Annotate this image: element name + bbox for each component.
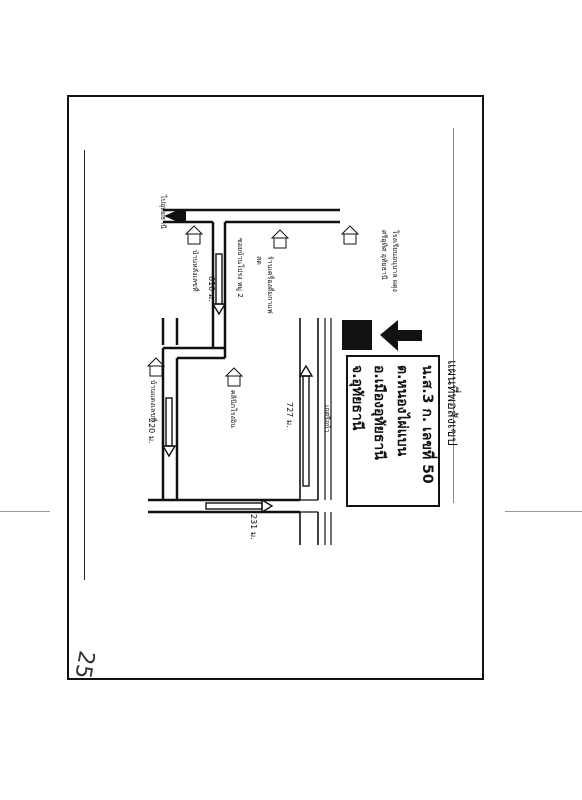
frame-inner-line-right xyxy=(453,128,454,503)
label-building-right: คลินิกโรงอิน xyxy=(229,390,237,428)
location-marker-block xyxy=(342,320,372,350)
address-line-1: น.ส.3 ก. เลขที่ 50 xyxy=(419,365,435,484)
address-line-2: ต.หนองไผ่แบน xyxy=(394,365,410,457)
house-icon-red xyxy=(146,357,166,377)
label-to-uthai: ไปอุทัยธานี xyxy=(159,195,167,229)
house-icon-village xyxy=(184,225,204,245)
label-road-main: เกศรีอบ้า xyxy=(323,405,331,433)
label-house-red: บ้านแดงเลขที่ xyxy=(149,380,157,422)
label-village: บ้านหลังเลขที่ xyxy=(191,250,199,292)
arrow-220-shaft xyxy=(165,397,173,447)
address-line-3: อ.เมืองอุทัยธานี xyxy=(371,365,387,460)
label-school: โรงเรียนอนุบาล ผดุงศรีอุทิศ อุทัยธานี xyxy=(380,230,399,292)
house-icon-school xyxy=(340,225,360,245)
arrow-231-head xyxy=(261,498,274,514)
address-box xyxy=(346,355,440,507)
location-marker-arrow xyxy=(380,320,422,351)
arrow-727-head xyxy=(298,364,314,377)
map-frame xyxy=(67,95,484,680)
arrow-727-shaft xyxy=(302,375,310,487)
distance-727: 727 ม. xyxy=(285,402,294,428)
arrow-to-uthai xyxy=(164,210,178,222)
frame-inner-line xyxy=(84,150,85,580)
scan-edge-dash-right xyxy=(505,511,582,512)
label-shop: ร้านเครื่องดื่มกาแฟสด xyxy=(255,256,274,314)
scan-edge-dash-left xyxy=(0,511,50,512)
distance-610: 610 ม. xyxy=(207,276,216,302)
address-line-4: จ.อุทัยธานี xyxy=(349,365,365,431)
distance-231: 231 ม. xyxy=(249,514,258,540)
arrow-220-head xyxy=(161,445,177,458)
arrow-231-shaft xyxy=(205,502,263,510)
house-icon-right xyxy=(224,367,244,387)
handwritten-annotation: 25 xyxy=(69,648,99,681)
house-icon-shop xyxy=(270,229,290,249)
label-soi: ซอยบ้านโปร่ง หมู่ 2 xyxy=(236,238,244,298)
distance-220: 220 ม. xyxy=(147,418,156,444)
arrow-610-head xyxy=(211,303,227,316)
